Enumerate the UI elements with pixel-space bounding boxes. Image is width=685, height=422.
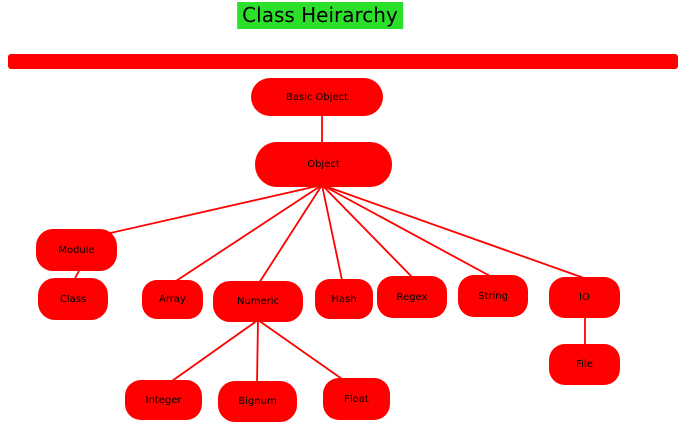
node-string: String xyxy=(458,275,528,317)
node-bignum: Bignum xyxy=(218,381,297,422)
diagram-title: Class Heirarchy xyxy=(237,2,403,29)
divider-bar xyxy=(8,54,678,69)
node-numeric: Numeric xyxy=(213,281,303,322)
node-hash: Hash xyxy=(315,279,373,319)
node-integer: Integer xyxy=(125,380,202,420)
edge-numeric-float xyxy=(257,319,343,380)
edge-object-array xyxy=(175,184,323,282)
node-regex: Regex xyxy=(377,276,447,318)
node-module: Module xyxy=(36,229,117,271)
node-float: Float xyxy=(323,378,390,420)
node-object: Object xyxy=(255,142,392,187)
edge-object-regex xyxy=(321,184,413,278)
node-io: IO xyxy=(549,277,620,318)
node-array: Array xyxy=(142,280,203,319)
edge-object-hash xyxy=(321,184,343,281)
edge-object-numeric xyxy=(258,184,323,284)
edge-numeric-bignum xyxy=(256,319,259,384)
edge-object-string xyxy=(321,184,491,277)
node-file: File xyxy=(549,344,620,385)
node-basic-object: Basic Object xyxy=(251,78,383,116)
edge-object-io xyxy=(321,184,585,279)
edge-object-module xyxy=(105,184,323,235)
edge-numeric-integer xyxy=(171,319,259,382)
diagram-title-container: Class Heirarchy xyxy=(237,2,403,29)
node-class: Class xyxy=(38,278,108,320)
